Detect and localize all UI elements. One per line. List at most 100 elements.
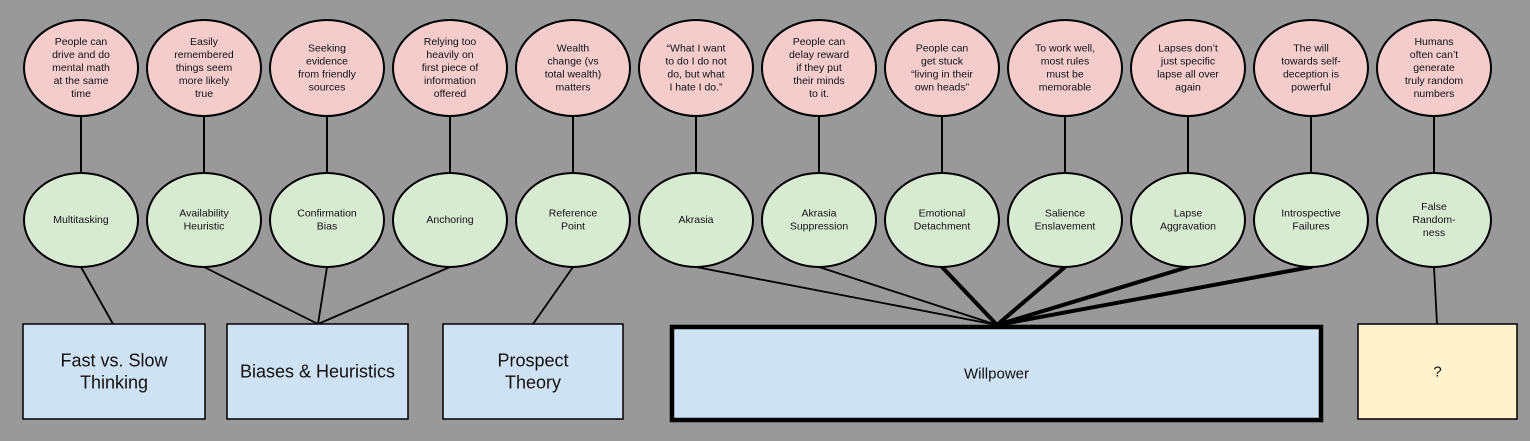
observation-text-line: their minds	[793, 75, 844, 87]
observation-text-line: powerful	[1291, 81, 1331, 93]
concept-label-line: Failures	[1292, 220, 1329, 232]
observation-ellipse	[392, 19, 508, 117]
concept-ellipse	[392, 172, 508, 268]
concept-node-akrasia[interactable]: Akrasia	[638, 172, 754, 268]
observation-text-line: often can’t	[1410, 49, 1459, 61]
concept-category-edges	[80, 265, 1438, 327]
edge-concept-to-category	[317, 266, 328, 325]
concept-ellipse	[884, 172, 1000, 268]
observation-text-line: People can	[55, 36, 108, 48]
observation-text-line: delay reward	[789, 49, 849, 61]
observation-text-line: more likely	[179, 75, 230, 87]
observation-text-line: total wealth)	[545, 68, 602, 80]
observation-text-line: time	[71, 88, 91, 100]
observation-text-line: lapse all over	[1157, 68, 1219, 80]
observation-text-line: “living in their	[911, 68, 973, 80]
edge-concept-to-category	[818, 266, 998, 326]
category-label-line: Fast vs. Slow	[60, 350, 168, 370]
observation-text-line: evidence	[306, 55, 348, 67]
concept-label-line: Lapse	[1174, 207, 1203, 219]
category-box-willpower[interactable]: Willpower	[669, 324, 1324, 423]
concept-label: Multitasking	[53, 214, 109, 226]
observation-text-line: mental math	[52, 62, 110, 74]
concept-ellipse	[1253, 172, 1369, 268]
observation-text-line: remembered	[174, 49, 234, 61]
observation-text-line: heavily on	[426, 49, 473, 61]
edge-concept-to-category	[695, 266, 998, 326]
observation-ellipse	[146, 19, 262, 117]
observation-ellipse	[23, 19, 139, 117]
category-label-line: Theory	[505, 372, 561, 392]
observation-ellipse	[1376, 19, 1492, 117]
observation-text-line: if they put	[796, 62, 842, 74]
concept-label-line: Emotional	[919, 207, 966, 219]
category-box-biases-heuristics[interactable]: Biases & Heuristics	[226, 323, 409, 420]
observation-text-line: numbers	[1414, 88, 1455, 100]
observation-text-line: memorable	[1039, 81, 1092, 93]
concept-ellipse	[1376, 172, 1492, 268]
concept-label-line: Availability	[179, 207, 229, 219]
category-box-unknown[interactable]: ?	[1357, 323, 1518, 420]
category-box-shape	[669, 324, 1324, 423]
edge-concept-to-category	[995, 265, 1313, 327]
concept-label-line: Bias	[317, 220, 337, 232]
concept-label-line: Reference	[549, 207, 598, 219]
observation-text-line: change (vs	[547, 55, 598, 67]
concept-node-anchoring[interactable]: Anchoring	[392, 172, 508, 268]
concept-node-multitasking[interactable]: Multitasking	[23, 172, 139, 268]
observation-text-line: most rules	[1041, 55, 1089, 67]
observation-text-line: to it.	[809, 88, 829, 100]
observation-text-line: matters	[555, 81, 590, 93]
observation-text-line: People can	[916, 42, 969, 54]
category-label: Biases & Heuristics	[240, 361, 395, 381]
observation-text-line: To work well,	[1035, 42, 1095, 54]
category-label: ?	[1433, 363, 1441, 380]
observation-text-line: at the same	[54, 75, 109, 87]
observation-text-line: things seem	[176, 62, 233, 74]
observation-text-line: Lapses don’t	[1158, 42, 1218, 54]
observation-ellipse	[884, 19, 1000, 117]
concept-label: Anchoring	[426, 214, 473, 226]
concept-label-line: Suppression	[790, 220, 849, 232]
category-label-line: Prospect	[497, 350, 568, 370]
edge-concept-to-category	[317, 266, 451, 325]
observation-ellipse	[638, 19, 754, 117]
concept-label-line: Confirmation	[297, 207, 357, 219]
observation-text-line: again	[1175, 81, 1201, 93]
observation-text-line: “What I want	[667, 42, 726, 54]
concept-label: Akrasia	[678, 214, 713, 226]
concept-label-line: Anchoring	[426, 214, 473, 226]
observation-text-line: deception is	[1283, 68, 1339, 80]
